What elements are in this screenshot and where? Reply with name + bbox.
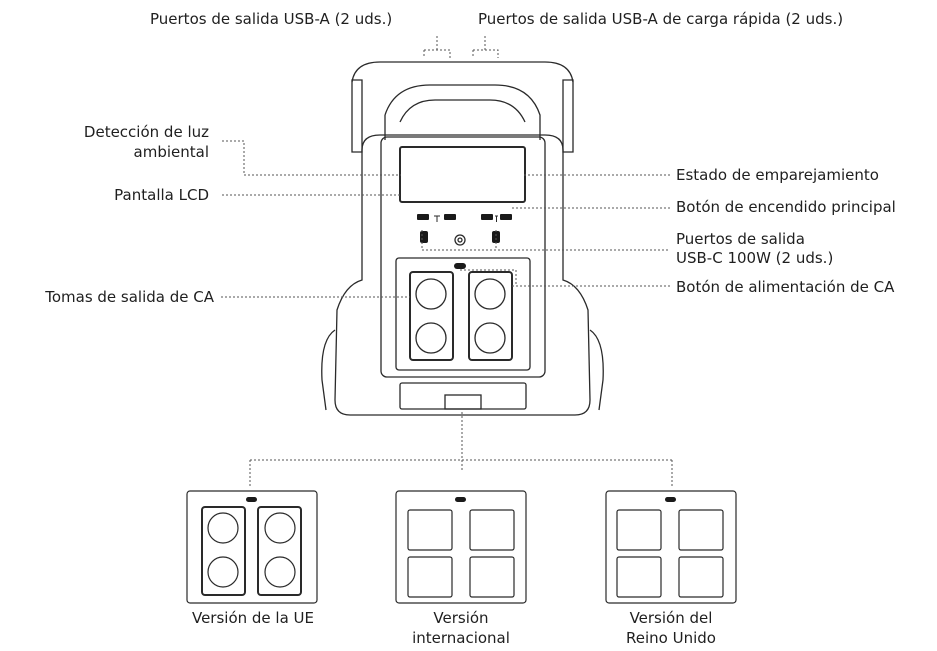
main-body [334,134,591,416]
lcd-screen [399,146,526,203]
ac-socket-block [409,271,454,361]
label-light-detection-2: ambiental [133,143,209,161]
eu-version-panel [186,490,318,604]
usb-a-port [417,214,429,220]
left-handle [351,79,363,153]
usb-c-port [492,231,500,243]
label-intl-version-2: internacional [412,629,510,647]
usb-a-port [444,214,456,220]
ac-socket-block [468,271,513,361]
label-uk-version-1: Versión del [629,609,713,627]
usb-a-fast-port [500,214,512,220]
label-ac-outlets: Tomas de salida de CA [45,288,214,306]
top-cap [351,61,574,83]
usb-a-fast-port [481,214,493,220]
usb-c-port [420,231,428,243]
ac-power-button [454,263,466,269]
label-ac-power: Botón de alimentación de CA [676,278,895,296]
right-handle [562,79,574,153]
label-eu-version: Versión de la UE [191,609,315,627]
label-usb-a-fast: Puertos de salida USB-A de carga rápida … [478,10,844,28]
ac-panel [395,257,531,371]
top-handle-arch [384,84,541,140]
label-light-detection-1: Detección de luz [83,123,209,141]
label-usb-a: Puertos de salida USB-A (2 uds.) [150,10,393,28]
label-uk-version-2: Reino Unido [626,629,716,647]
intl-version-panel [395,490,527,604]
front-panel [380,136,546,378]
main-power-button [454,234,466,246]
label-usb-c-2: USB-C 100W (2 uds.) [676,249,834,267]
label-lcd: Pantalla LCD [114,186,209,204]
label-intl-version-1: Versión [433,609,489,627]
bottom-foot [399,382,527,410]
uk-version-panel [605,490,737,604]
label-main-power: Botón de encendido principal [676,198,896,216]
label-pairing: Estado de emparejamiento [676,166,879,184]
label-usb-c-1: Puertos de salida [676,230,805,248]
